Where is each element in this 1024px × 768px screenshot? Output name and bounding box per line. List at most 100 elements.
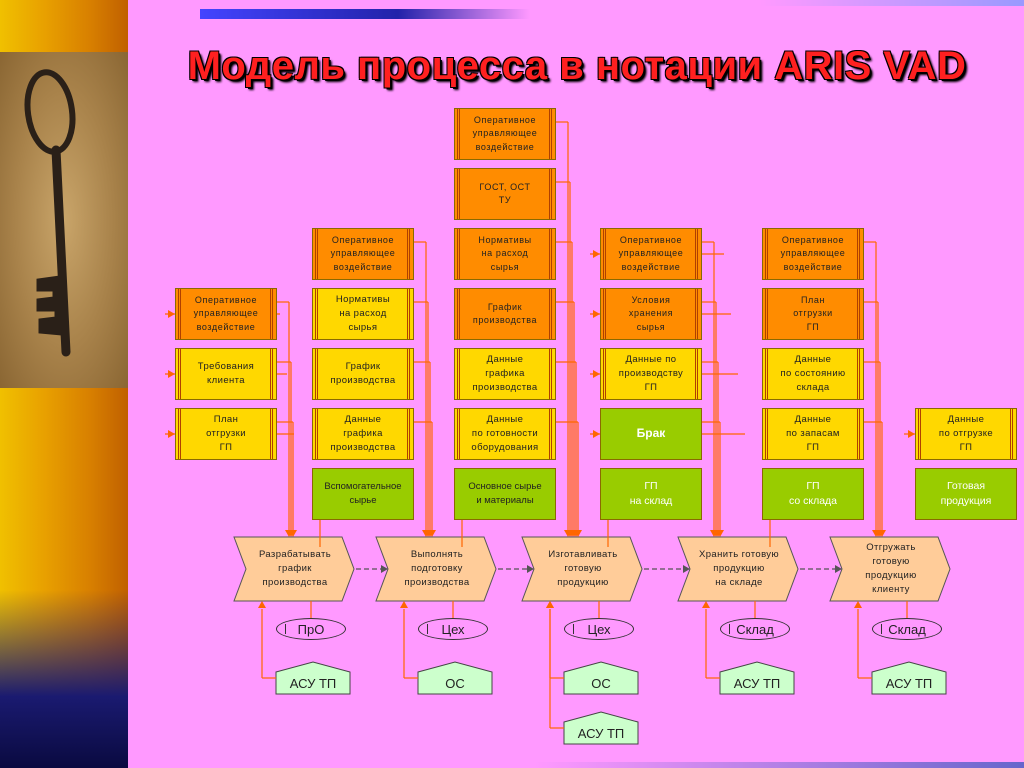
input-box-c0-r0-label: Оперативное управляющее воздействие	[193, 295, 259, 332]
system-2-1[interactable]: АСУ ТП	[577, 726, 625, 741]
function-shape-0	[233, 536, 355, 602]
input-box-c3-r0[interactable]: Оперативное управляющее воздействие	[600, 228, 702, 280]
connector-arrow	[593, 430, 600, 438]
org-unit-0-label: ПрО	[297, 621, 325, 637]
org-unit-1[interactable]: Цех	[418, 618, 488, 640]
org-unit-4-label: Склад	[888, 621, 926, 637]
connector-arrow	[168, 370, 175, 378]
output-box-c5[interactable]: Готовая продукция	[915, 468, 1017, 520]
input-box-c1-r1-label: Нормативы на расход сырья	[335, 294, 391, 333]
connector-arrow	[546, 601, 554, 608]
system-shape-1-0	[417, 661, 493, 695]
input-box-c4-r3[interactable]: Данные по запасам ГП	[762, 408, 864, 460]
input-box-c1-r0[interactable]: Оперативное управляющее воздействие	[312, 228, 414, 280]
top-decor-bar	[200, 9, 530, 19]
connector-arrow	[593, 370, 600, 378]
connector-arrow	[908, 430, 915, 438]
input-box-c4-r0-label: Оперативное управляющее воздействие	[780, 235, 846, 272]
input-box-c1-r2[interactable]: График производства	[312, 348, 414, 400]
input-box-c4-r2[interactable]: Данные по состоянию склада	[762, 348, 864, 400]
process-function-4[interactable]: Отгружать готовую продукцию клиенту	[865, 542, 917, 595]
key-icon	[24, 69, 76, 357]
input-box-c5-r0[interactable]: Данные по отгрузке ГП	[915, 408, 1017, 460]
system-shape-0-0	[275, 661, 351, 695]
top-decor-bar-right	[760, 0, 1024, 6]
output-box-c1-label: Вспомогательное сырье	[324, 481, 402, 506]
input-box-c2-r1[interactable]: ГОСТ, ОСТ ТУ	[454, 168, 556, 220]
org-unit-1-label: Цех	[441, 621, 465, 637]
key-photo	[0, 52, 128, 388]
system-0-0[interactable]: АСУ ТП	[289, 676, 337, 691]
input-box-c3-r2[interactable]: Данные по производству ГП	[600, 348, 702, 400]
input-box-c0-r1[interactable]: Требования клиента	[175, 348, 277, 400]
output-box-c3-label: ГП на склад	[629, 479, 673, 507]
output-box-c3[interactable]: ГП на склад	[600, 468, 702, 520]
function-shape-3	[677, 536, 799, 602]
org-unit-4[interactable]: Склад	[872, 618, 942, 640]
connector-arrow	[716, 530, 724, 537]
output-box-c1[interactable]: Вспомогательное сырье	[312, 468, 414, 520]
input-box-c3-r0-label: Оперативное управляющее воздействие	[618, 235, 684, 272]
connector-arrow	[381, 565, 388, 573]
function-shape-2	[521, 536, 643, 602]
input-box-c3-r2-label: Данные по производству ГП	[618, 354, 684, 393]
input-box-c4-r2-label: Данные по состоянию склада	[780, 354, 846, 393]
input-box-c2-r3[interactable]: График производства	[454, 288, 556, 340]
connector-arrow	[258, 601, 266, 608]
input-box-c3-r3[interactable]: Брак	[600, 408, 702, 460]
org-unit-2[interactable]: Цех	[564, 618, 634, 640]
slide-title: Модель процесса в нотации ARIS VAD	[187, 44, 967, 88]
system-shape-3-0	[719, 661, 795, 695]
input-box-c1-r0-label: Оперативное управляющее воздействие	[330, 235, 396, 272]
connector-arrow	[289, 530, 297, 537]
org-unit-0[interactable]: ПрО	[276, 618, 346, 640]
input-box-c5-r0-label: Данные по отгрузке ГП	[938, 414, 994, 453]
org-unit-2-label: Цех	[587, 621, 611, 637]
connector-arrow	[878, 530, 886, 537]
connector-arrow	[835, 565, 842, 573]
process-function-0[interactable]: Разрабатывать график производства	[258, 549, 332, 588]
input-box-c3-r3-label: Брак	[636, 426, 666, 441]
input-box-c1-r1[interactable]: Нормативы на расход сырья	[312, 288, 414, 340]
input-box-c2-r4[interactable]: Данные графика производства	[454, 348, 556, 400]
output-box-c4-label: ГП со склада	[788, 479, 838, 507]
connector-arrow	[574, 530, 582, 537]
system-4-0[interactable]: АСУ ТП	[885, 676, 933, 691]
input-box-c0-r2[interactable]: План отгрузки ГП	[175, 408, 277, 460]
input-box-c2-r5[interactable]: Данные по готовности оборудования	[454, 408, 556, 460]
system-3-0[interactable]: АСУ ТП	[733, 676, 781, 691]
input-box-c2-r2[interactable]: Нормативы на расход сырья	[454, 228, 556, 280]
input-box-c4-r0[interactable]: Оперативное управляющее воздействие	[762, 228, 864, 280]
input-box-c2-r2-label: Нормативы на расход сырья	[478, 235, 532, 272]
input-box-c4-r3-label: Данные по запасам ГП	[786, 414, 840, 453]
org-unit-3[interactable]: Склад	[720, 618, 790, 640]
connector-arrow	[593, 250, 600, 258]
output-box-c2[interactable]: Основное сырье и материалы	[454, 468, 556, 520]
process-function-2[interactable]: Изготавливать готовую продукцию	[548, 549, 618, 588]
input-box-c0-r0[interactable]: Оперативное управляющее воздействие	[175, 288, 277, 340]
input-box-c1-r3[interactable]: Данные графика производства	[312, 408, 414, 460]
input-box-c2-r5-label: Данные по готовности оборудования	[471, 414, 539, 453]
input-box-c1-r3-label: Данные графика производства	[330, 414, 396, 453]
input-box-c4-r1[interactable]: План отгрузки ГП	[762, 288, 864, 340]
system-2-0[interactable]: ОС	[591, 676, 611, 691]
process-function-1[interactable]: Выполнять подготовку производства	[404, 549, 470, 588]
input-box-c3-r1[interactable]: Условия хранения сырья	[600, 288, 702, 340]
connector-arrow	[702, 601, 710, 608]
system-1-0[interactable]: ОС	[445, 676, 465, 691]
connector-arrow	[527, 565, 534, 573]
input-box-c3-r1-label: Условия хранения сырья	[628, 295, 674, 332]
process-function-3[interactable]: Хранить готовую продукцию на складе	[699, 549, 779, 588]
input-box-c2-r4-label: Данные графика производства	[472, 354, 538, 393]
system-shape-4-0	[871, 661, 947, 695]
input-box-c2-r1-label: ГОСТ, ОСТ ТУ	[479, 181, 531, 205]
input-box-c0-r2-label: План отгрузки ГП	[206, 414, 246, 453]
input-box-c2-r0[interactable]: Оперативное управляющее воздействие	[454, 108, 556, 160]
input-box-c2-r3-label: График производства	[472, 301, 538, 325]
connector-arrow	[428, 530, 436, 537]
connector-arrow	[593, 310, 600, 318]
connector-arrow	[168, 310, 175, 318]
function-shape-1	[375, 536, 497, 602]
input-box-c1-r2-label: График производства	[330, 361, 396, 386]
output-box-c4[interactable]: ГП со склада	[762, 468, 864, 520]
